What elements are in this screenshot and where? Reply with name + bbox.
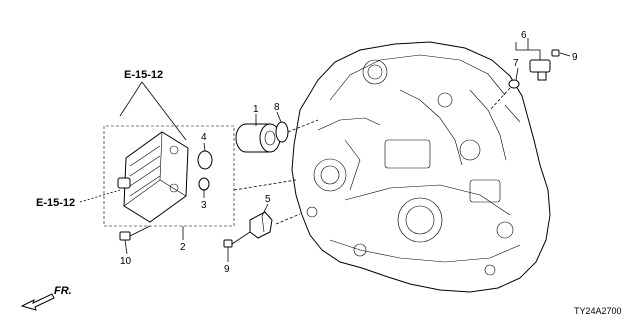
leader-lines [79,38,571,262]
bolt-9-upper [551,49,560,57]
cooler-group-frame [103,125,235,227]
callout-9-upper: 9 [572,52,578,63]
bolt-10 [119,225,151,241]
callout-3: 3 [201,200,207,211]
bolt-9-lower [223,231,251,248]
callout-5: 5 [265,194,271,205]
seal-8 [275,121,289,143]
ref-label-left: E-15-12 [36,197,75,209]
callout-7: 7 [513,58,519,69]
ref-label-top: E-15-12 [124,69,163,81]
filter-1 [235,123,281,153]
sensor-5 [249,211,273,239]
callout-1: 1 [253,104,259,115]
callout-2: 2 [180,242,186,253]
front-label: FR. [54,285,72,297]
callout-9-lower: 9 [224,264,230,275]
oil-cooler [117,131,189,223]
callout-6: 6 [521,30,527,41]
diagram-code: TY24A2700 [574,306,622,316]
o-ring-4 [197,150,213,170]
sensor-7 [508,59,551,89]
callout-10: 10 [120,256,132,267]
transmission-case [291,41,551,293]
o-ring-3 [198,177,210,191]
callout-4: 4 [201,132,207,143]
callout-8: 8 [274,102,280,113]
front-direction-marker: FR. [20,285,72,311]
